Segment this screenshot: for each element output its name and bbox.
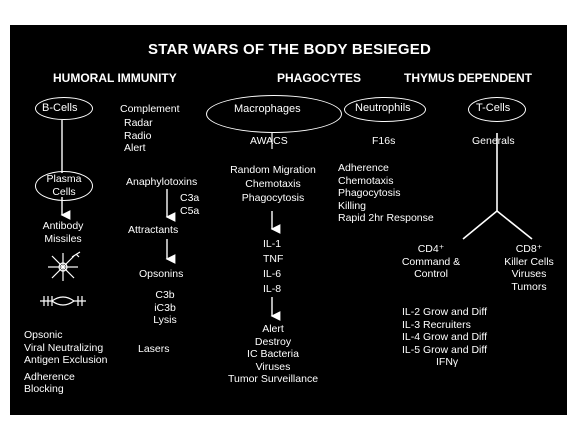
diagram-slide: STAR WARS OF THE BODY BESIEGED HUMORAL I… <box>10 25 567 415</box>
il3-item: IL-3 Recruiters <box>402 319 487 332</box>
plasma-line-1: Plasma <box>35 173 93 186</box>
f16s-label: F16s <box>372 135 395 147</box>
il6-item: IL-6 <box>263 267 283 282</box>
interleukin-list: IL-2 Grow and Diff IL-3 Recruiters IL-4 … <box>402 306 487 369</box>
anaphylotoxins-label: Anaphylotoxins <box>126 176 197 188</box>
antibody-item: Antibody <box>32 220 94 233</box>
ic3b-item: iC3b <box>137 302 193 315</box>
lysis-item: Lysis <box>137 314 193 327</box>
awacs-label: AWACS <box>250 135 288 147</box>
plasma-line-2: Cells <box>35 186 93 199</box>
neutrophil-chemotaxis: Chemotaxis <box>338 175 434 188</box>
cd8-label: CD8⁺ <box>494 243 564 256</box>
viruses-outcome: Viruses <box>208 361 338 374</box>
chemotaxis-item: Chemotaxis <box>208 177 338 191</box>
blocking-item: Blocking <box>24 383 107 396</box>
c5a-item: C5a <box>180 205 199 218</box>
rapid-response: Rapid 2hr Response <box>338 212 434 225</box>
c3a-item: C3a <box>180 192 199 205</box>
neutrophil-killing: Killing <box>338 200 434 213</box>
cd4-group: CD4⁺ Command & Control <box>396 243 466 281</box>
tcell-viruses-item: Viruses <box>494 268 564 281</box>
c3a-c5a: C3a C5a <box>180 192 199 217</box>
header-phagocytes: PHAGOCYTES <box>277 71 361 85</box>
ic-bacteria-outcome: IC Bacteria <box>208 348 338 361</box>
il2-item: IL-2 Grow and Diff <box>402 306 487 319</box>
bcells-label: B-Cells <box>42 102 77 114</box>
opsonin-items: C3b iC3b Lysis <box>137 289 193 327</box>
radar-item: Radar <box>124 117 153 130</box>
cd8-group: CD8⁺ Killer Cells Viruses Tumors <box>494 243 564 293</box>
il8-item: IL-8 <box>263 282 283 297</box>
header-humoral-immunity: HUMORAL IMMUNITY <box>53 71 177 85</box>
command-item: Command & <box>396 256 466 269</box>
macrophage-cytokines: IL-1 TNF IL-6 IL-8 <box>263 237 283 297</box>
tumor-surveillance-outcome: Tumor Surveillance <box>208 373 338 386</box>
il4-item: IL-4 Grow and Diff <box>402 331 487 344</box>
tnf-item: TNF <box>263 252 283 267</box>
destroy-outcome: Destroy <box>208 336 338 349</box>
adherence-item: Adherence <box>24 371 107 384</box>
plasma-cells-label: Plasma Cells <box>35 173 93 198</box>
alert-item: Alert <box>124 142 153 155</box>
missile-icon <box>38 293 88 309</box>
antigen-exclusion-item: Antigen Exclusion <box>24 354 107 367</box>
tcells-label: T-Cells <box>476 102 510 114</box>
complement-label: Complement <box>120 103 180 115</box>
bcell-functions: Opsonic Viral Neutralizing Antigen Exclu… <box>24 329 107 396</box>
phagocytosis-item: Phagocytosis <box>208 191 338 205</box>
viral-neutralizing-item: Viral Neutralizing <box>24 342 107 355</box>
lasers-label: Lasers <box>138 343 170 355</box>
opsonic-item: Opsonic <box>24 329 107 342</box>
ifn-gamma-item: IFNγ <box>402 356 487 369</box>
macrophage-functions: Random Migration Chemotaxis Phagocytosis <box>208 163 338 205</box>
antibody-burst-icon <box>42 251 84 283</box>
il5-item: IL-5 Grow and Diff <box>402 344 487 357</box>
slide-title: STAR WARS OF THE BODY BESIEGED <box>148 41 431 58</box>
killer-cells-item: Killer Cells <box>494 256 564 269</box>
antibody-missiles: Antibody Missiles <box>32 220 94 245</box>
il1-item: IL-1 <box>263 237 283 252</box>
neutrophil-adherence: Adherence <box>338 162 434 175</box>
split-right-line <box>497 211 532 239</box>
neutrophil-functions: Adherence Chemotaxis Phagocytosis Killin… <box>338 162 434 225</box>
attractants-label: Attractants <box>128 224 178 236</box>
neutrophil-phagocytosis: Phagocytosis <box>338 187 434 200</box>
radio-item: Radio <box>124 130 153 143</box>
control-item: Control <box>396 268 466 281</box>
generals-label: Generals <box>472 135 515 147</box>
opsonins-label: Opsonins <box>139 268 183 280</box>
split-left-line <box>463 211 497 239</box>
random-migration-item: Random Migration <box>208 163 338 177</box>
c3b-item: C3b <box>137 289 193 302</box>
neutrophils-label: Neutrophils <box>355 102 411 114</box>
macrophage-outcomes: Alert Destroy IC Bacteria Viruses Tumor … <box>208 323 338 386</box>
tumors-item: Tumors <box>494 281 564 294</box>
cd4-label: CD4⁺ <box>396 243 466 256</box>
header-thymus-dependent: THYMUS DEPENDENT <box>404 71 532 85</box>
macrophages-label: Macrophages <box>234 103 301 115</box>
alert-outcome: Alert <box>208 323 338 336</box>
complement-items: Radar Radio Alert <box>124 117 153 155</box>
missiles-item: Missiles <box>32 233 94 246</box>
